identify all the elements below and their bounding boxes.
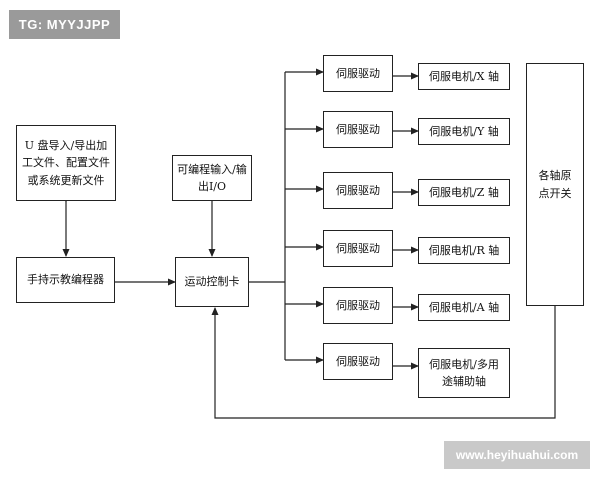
servo-drive-1: 伺服驱动 (323, 55, 393, 92)
home-switches-box: 各轴原 点开关 (526, 63, 584, 306)
servo-motor-aux: 伺服电机/多用 途辅助轴 (418, 348, 510, 398)
servo-drive-5: 伺服驱动 (323, 287, 393, 324)
servo-motor-a: 伺服电机/A 轴 (418, 294, 510, 321)
servo-drive-2: 伺服驱动 (323, 111, 393, 148)
servo-motor-r: 伺服电机/R 轴 (418, 237, 510, 264)
u-disk-io-box: U 盘导入/导出加 工文件、配置文件 或系统更新文件 (16, 125, 116, 201)
motion-control-card-box: 运动控制卡 (175, 257, 249, 307)
servo-drive-3: 伺服驱动 (323, 172, 393, 209)
servo-motor-z: 伺服电机/Z 轴 (418, 179, 510, 206)
servo-drive-6: 伺服驱动 (323, 343, 393, 380)
home-switch-feedback (211, 306, 556, 419)
servo-motor-y: 伺服电机/Y 轴 (418, 118, 510, 145)
watermark-bottom: www.heyihuahui.com (444, 441, 590, 469)
servo-motor-x: 伺服电机/X 轴 (418, 63, 510, 90)
watermark-top: TG: MYYJJPP (9, 10, 120, 39)
servo-drive-4: 伺服驱动 (323, 230, 393, 267)
handheld-programmer-box: 手持示教编程器 (16, 257, 115, 303)
programmable-io-box: 可编程输入/输 出I/O (172, 155, 252, 201)
